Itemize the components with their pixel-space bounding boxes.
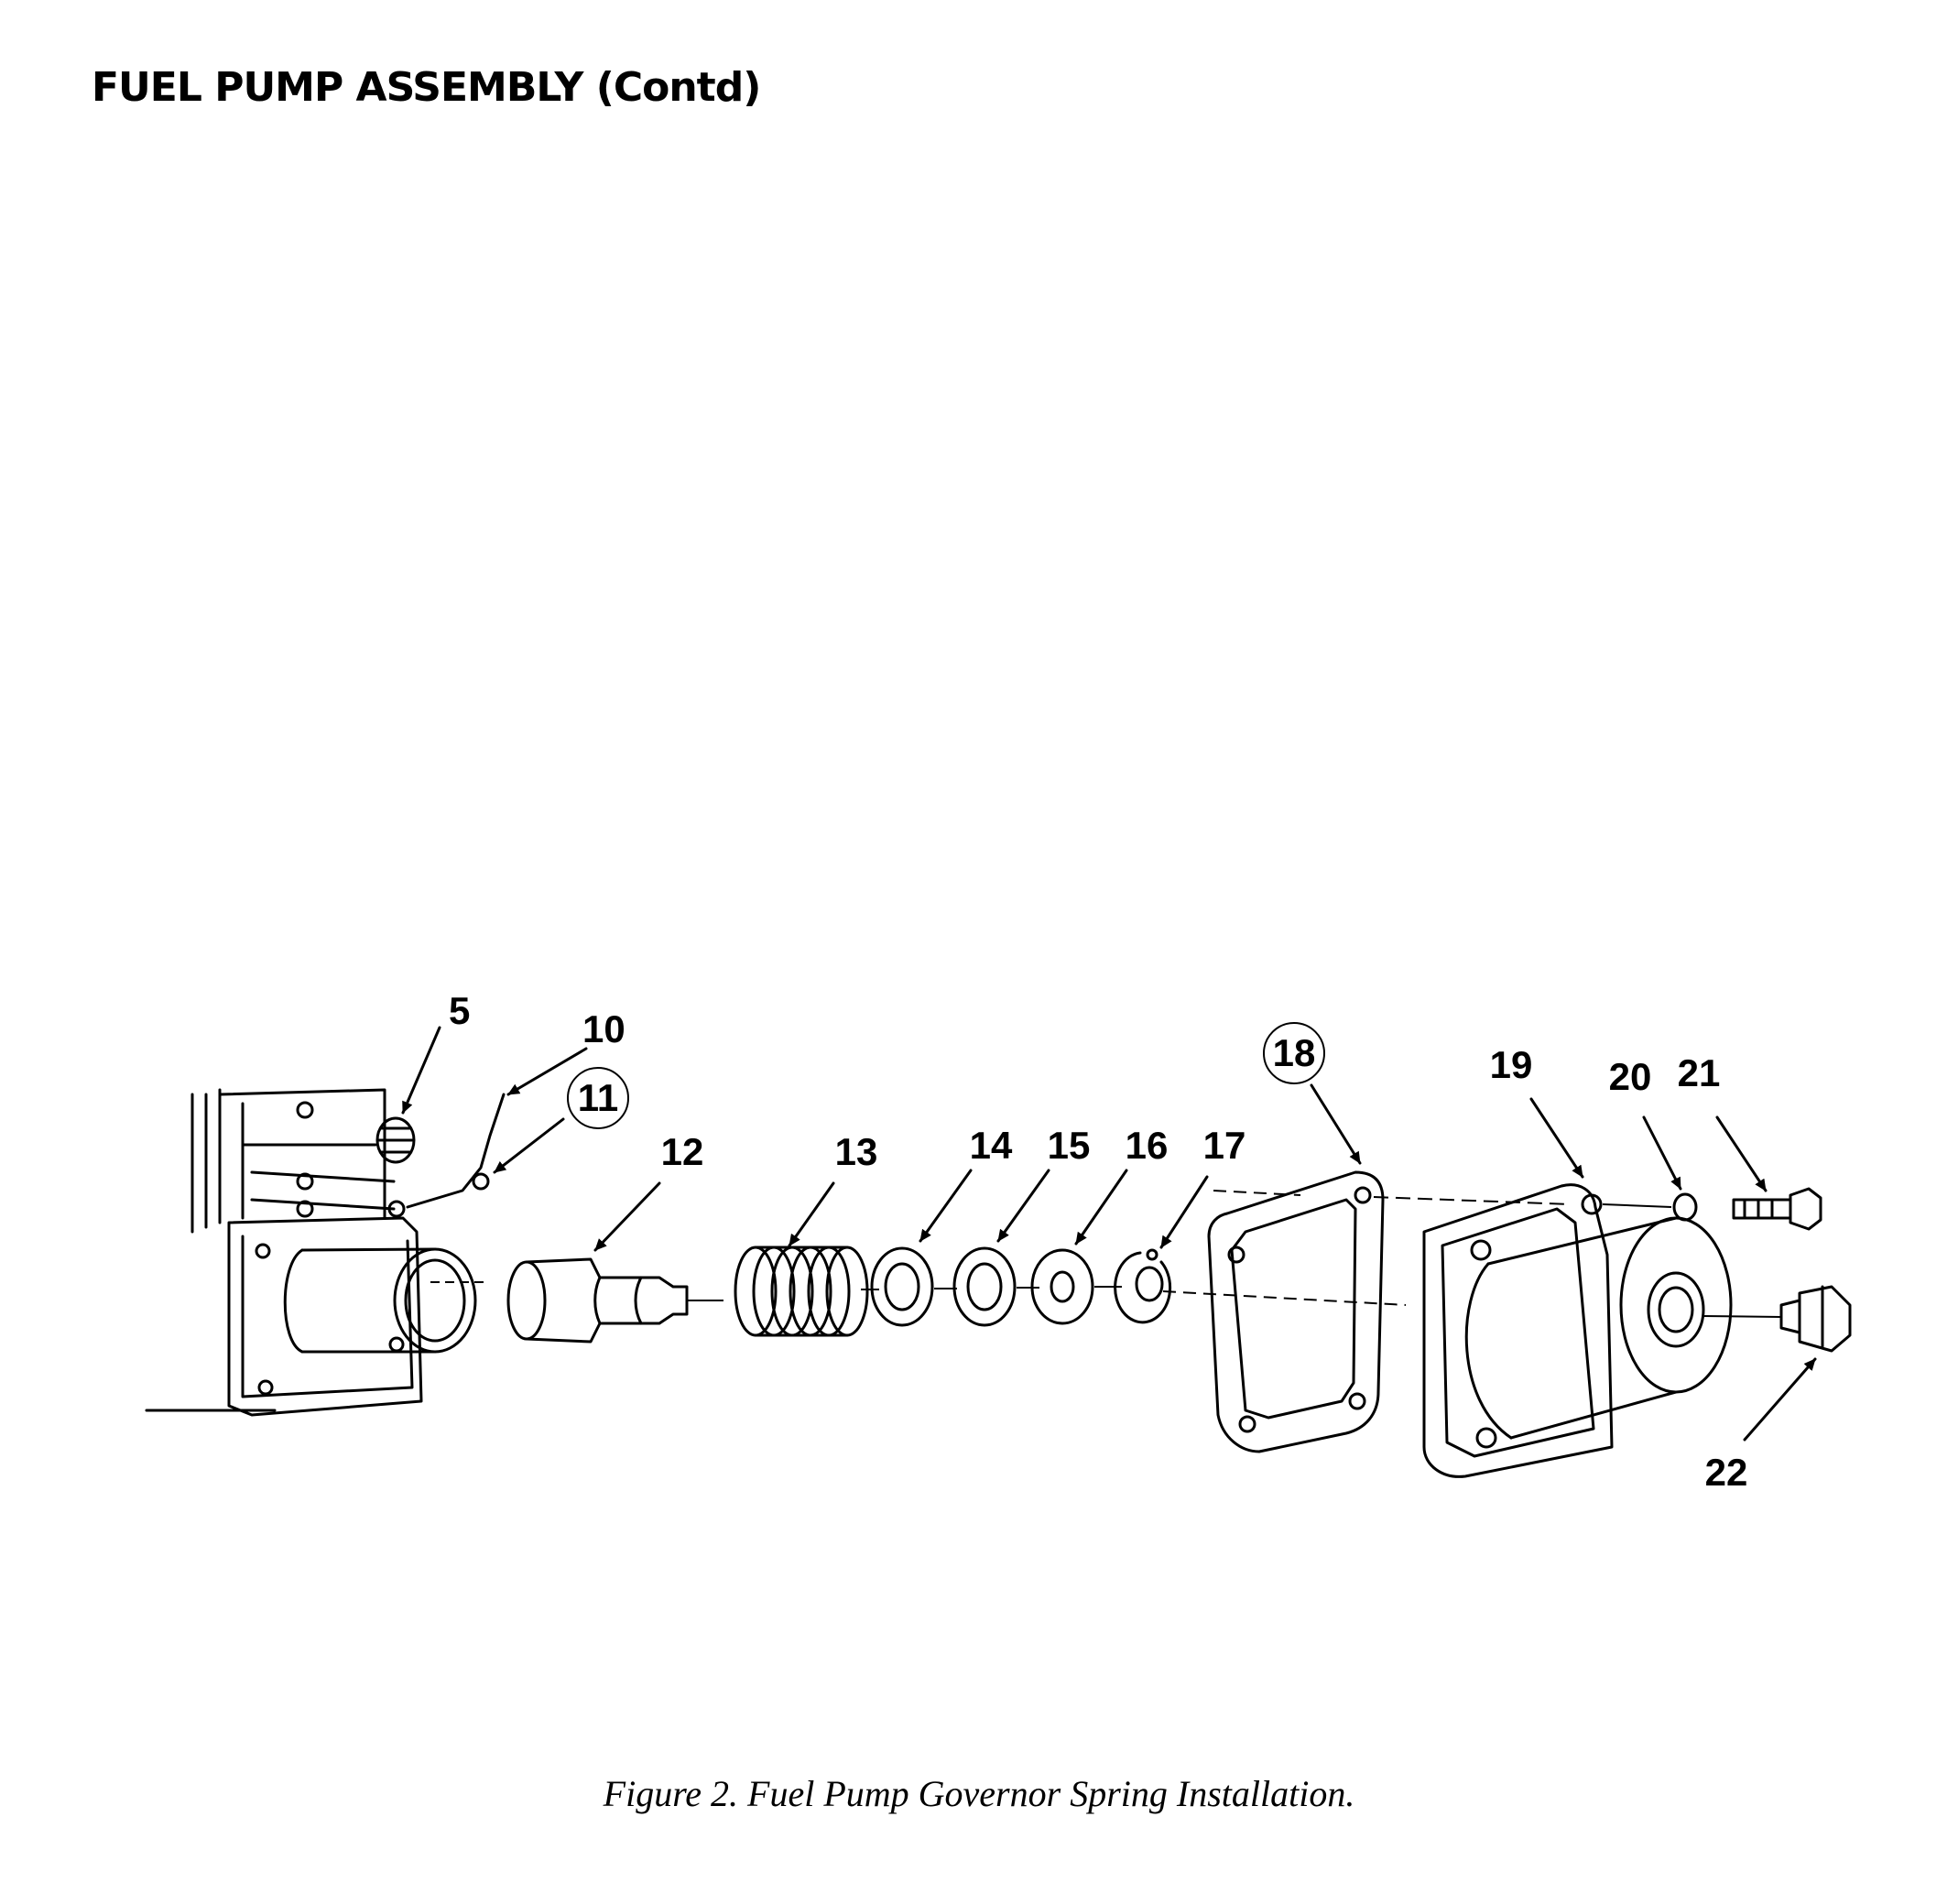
washer-and-bolt-drawing: [1602, 1187, 1822, 1231]
callout-21: 21: [1678, 1051, 1721, 1094]
callout-18-ring: [1263, 1022, 1325, 1084]
callout-11-ring: [567, 1067, 629, 1129]
callout-15: 15: [1048, 1124, 1091, 1167]
governor-cover-drawing: [1373, 1183, 1782, 1478]
callout-14: 14: [970, 1124, 1013, 1167]
callout-19: 19: [1490, 1043, 1533, 1086]
governor-spring-drawing: [734, 1246, 869, 1337]
callout-5: 5: [449, 989, 470, 1032]
gasket-drawing: [1162, 1170, 1407, 1453]
callout-13: 13: [835, 1130, 878, 1173]
figure-caption: Figure 2. Fuel Pump Governor Spring Inst…: [603, 1773, 1355, 1814]
callout-18: 18: [1273, 1031, 1316, 1074]
callout-20: 20: [1609, 1055, 1652, 1098]
callout-22: 22: [1705, 1451, 1748, 1494]
page-title: FUEL PUMP ASSEMBLY (Contd): [92, 64, 761, 111]
plunger-drawing: [506, 1257, 723, 1344]
leader-arrows: [401, 1026, 1817, 1442]
callout-16: 16: [1126, 1124, 1169, 1167]
callout-10: 10: [582, 1007, 625, 1050]
callout-17: 17: [1203, 1124, 1246, 1167]
callout-11: 11: [578, 1076, 618, 1119]
pump-housing-drawing: [145, 1088, 506, 1417]
plug-bolt-drawing: [1779, 1285, 1852, 1353]
washers-drawing: [861, 1246, 1172, 1327]
callout-12: 12: [661, 1130, 704, 1173]
